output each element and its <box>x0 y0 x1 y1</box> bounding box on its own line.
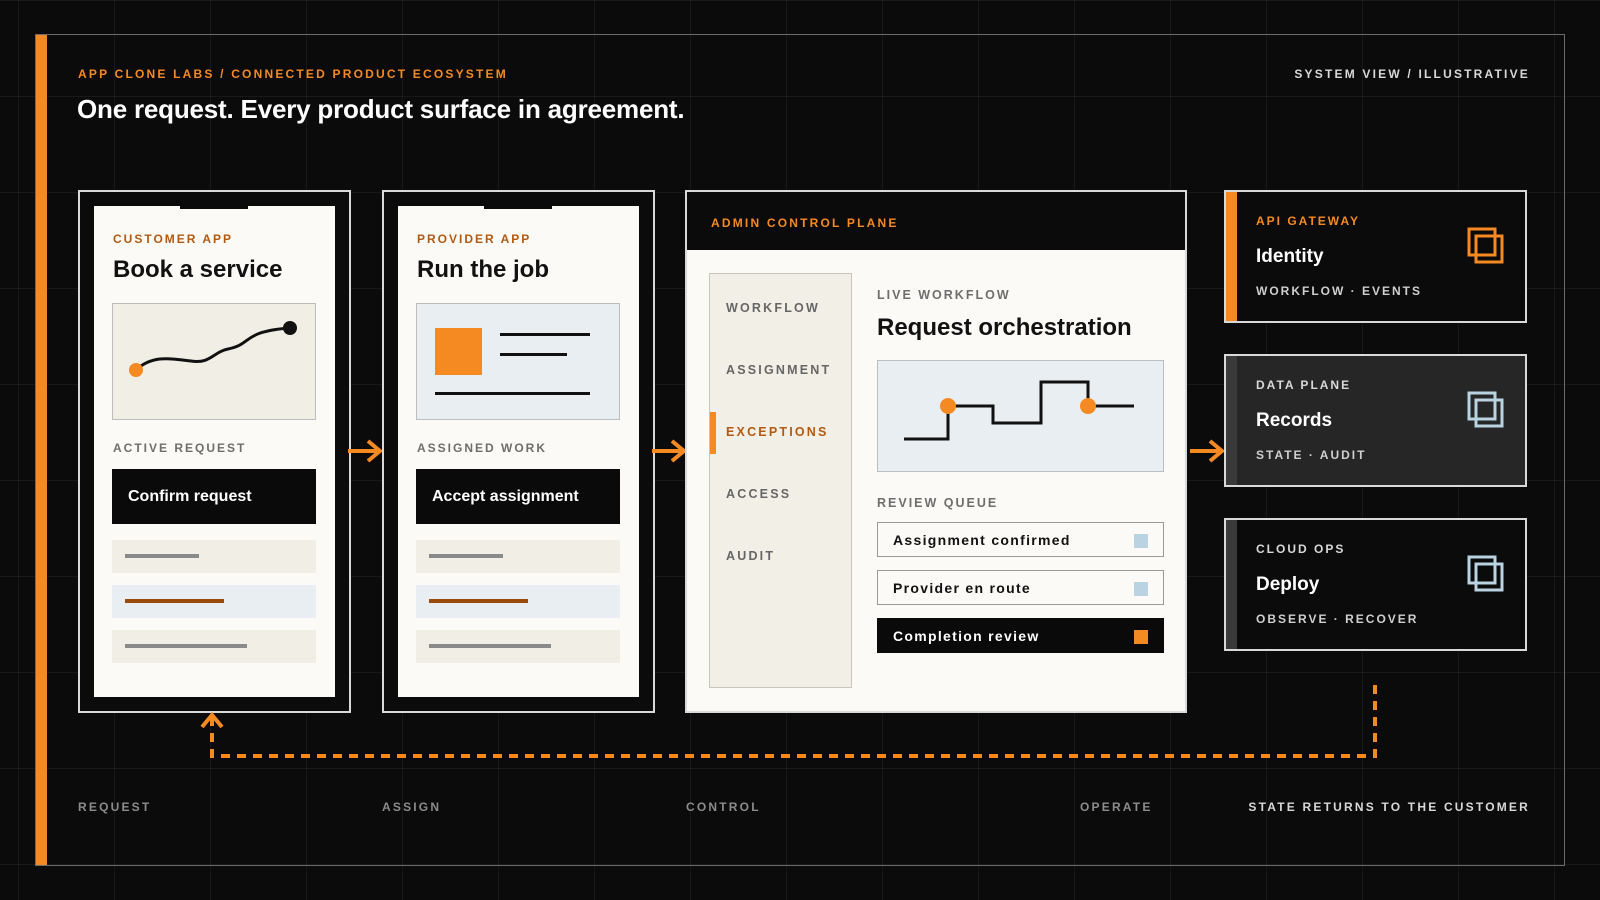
assigned-work-label: ASSIGNED WORK <box>417 441 548 455</box>
provider-app-card: PROVIDER APP Run the job ASSIGNED WORK A… <box>382 190 655 713</box>
live-workflow-label: LIVE WORKFLOW <box>877 288 1011 302</box>
phone-notch <box>484 205 552 209</box>
nav-item-access[interactable]: ACCESS <box>726 487 792 501</box>
list-item <box>112 630 316 663</box>
customer-app-card: CUSTOMER APP Book a service ACTIVE REQUE… <box>78 190 351 713</box>
provider-app-title: Run the job <box>417 256 549 283</box>
return-note: STATE RETURNS TO THE CUSTOMER <box>1248 800 1530 814</box>
list-item <box>112 540 316 573</box>
route-map-illustration <box>112 303 316 420</box>
service-title: Identity <box>1256 246 1324 267</box>
nav-item-workflow[interactable]: WORKFLOW <box>726 301 820 315</box>
accept-assignment-button[interactable]: Accept assignment <box>416 469 620 524</box>
nav-item-audit[interactable]: AUDIT <box>726 549 776 563</box>
status-square <box>1134 534 1148 548</box>
queue-item-completion-review[interactable]: Completion review <box>877 618 1164 653</box>
service-subtitle: OBSERVE · RECOVER <box>1256 612 1419 626</box>
workflow-line <box>904 380 1134 441</box>
page-headline: One request. Every product surface in ag… <box>77 94 685 124</box>
list-item <box>416 540 620 573</box>
confirm-request-button[interactable]: Confirm request <box>112 469 316 524</box>
frame-accent-bar <box>35 34 47 866</box>
service-label: DATA PLANE <box>1256 378 1352 392</box>
job-card-illustration <box>416 303 620 420</box>
customer-app-title: Book a service <box>113 256 283 283</box>
admin-nav: WORKFLOW ASSIGNMENT EXCEPTIONS ACCESS AU… <box>709 273 852 688</box>
service-card-data-plane: DATA PLANE Records STATE · AUDIT <box>1224 354 1527 487</box>
service-accent-bar <box>1226 356 1237 485</box>
workflow-graph <box>877 360 1164 472</box>
admin-header: ADMIN CONTROL PLANE <box>711 216 899 230</box>
route-start-dot <box>129 363 143 377</box>
layers-icon <box>1467 227 1504 264</box>
arrow-right-icon <box>348 439 384 463</box>
list-item <box>416 585 620 618</box>
service-subtitle: WORKFLOW · EVENTS <box>1256 284 1422 298</box>
stage-label-assign: ASSIGN <box>382 800 442 814</box>
admin-control-plane: ADMIN CONTROL PLANE WORKFLOW ASSIGNMENT … <box>685 190 1187 713</box>
list-item <box>112 585 316 618</box>
service-label: API GATEWAY <box>1256 214 1361 228</box>
status-square <box>1134 582 1148 596</box>
nav-active-indicator <box>710 412 716 454</box>
customer-app-screen: CUSTOMER APP Book a service ACTIVE REQUE… <box>94 205 335 697</box>
layers-icon <box>1467 555 1504 592</box>
stage-label-request: REQUEST <box>78 800 152 814</box>
active-request-label: ACTIVE REQUEST <box>113 441 247 455</box>
diagram-frame <box>35 34 1565 866</box>
nav-item-exceptions[interactable]: EXCEPTIONS <box>726 425 829 439</box>
route-path <box>134 326 290 372</box>
stage-label-operate: OPERATE <box>1080 800 1153 814</box>
stage-label-control: CONTROL <box>686 800 761 814</box>
eyebrow-label: APP CLONE LABS / CONNECTED PRODUCT ECOSY… <box>78 67 508 81</box>
live-workflow-title: Request orchestration <box>877 314 1132 341</box>
service-label: CLOUD OPS <box>1256 542 1346 556</box>
service-subtitle: STATE · AUDIT <box>1256 448 1367 462</box>
status-square <box>1134 630 1148 644</box>
service-title: Deploy <box>1256 574 1320 595</box>
queue-item-assignment-confirmed[interactable]: Assignment confirmed <box>877 522 1164 557</box>
arrow-right-icon <box>1190 439 1226 463</box>
route-end-dot <box>283 321 297 335</box>
customer-app-label: CUSTOMER APP <box>113 232 234 246</box>
list-item <box>416 630 620 663</box>
arrow-right-icon <box>652 439 688 463</box>
workflow-node <box>940 398 956 414</box>
service-card-api-gateway: API GATEWAY Identity WORKFLOW · EVENTS <box>1224 190 1527 323</box>
view-tag: SYSTEM VIEW / ILLUSTRATIVE <box>1294 67 1530 81</box>
phone-notch <box>180 205 248 209</box>
admin-body: WORKFLOW ASSIGNMENT EXCEPTIONS ACCESS AU… <box>687 250 1185 711</box>
layers-icon <box>1467 391 1504 428</box>
service-accent-bar <box>1226 520 1237 649</box>
nav-item-assignment[interactable]: ASSIGNMENT <box>726 363 832 377</box>
service-card-cloud-ops: CLOUD OPS Deploy OBSERVE · RECOVER <box>1224 518 1527 651</box>
service-title: Records <box>1256 410 1333 431</box>
job-thumbnail <box>435 328 482 375</box>
review-queue-label: REVIEW QUEUE <box>877 496 999 510</box>
provider-app-screen: PROVIDER APP Run the job ASSIGNED WORK A… <box>398 205 639 697</box>
workflow-node <box>1080 398 1096 414</box>
queue-item-provider-en-route[interactable]: Provider en route <box>877 570 1164 605</box>
provider-app-label: PROVIDER APP <box>417 232 532 246</box>
service-accent-bar <box>1226 192 1237 321</box>
